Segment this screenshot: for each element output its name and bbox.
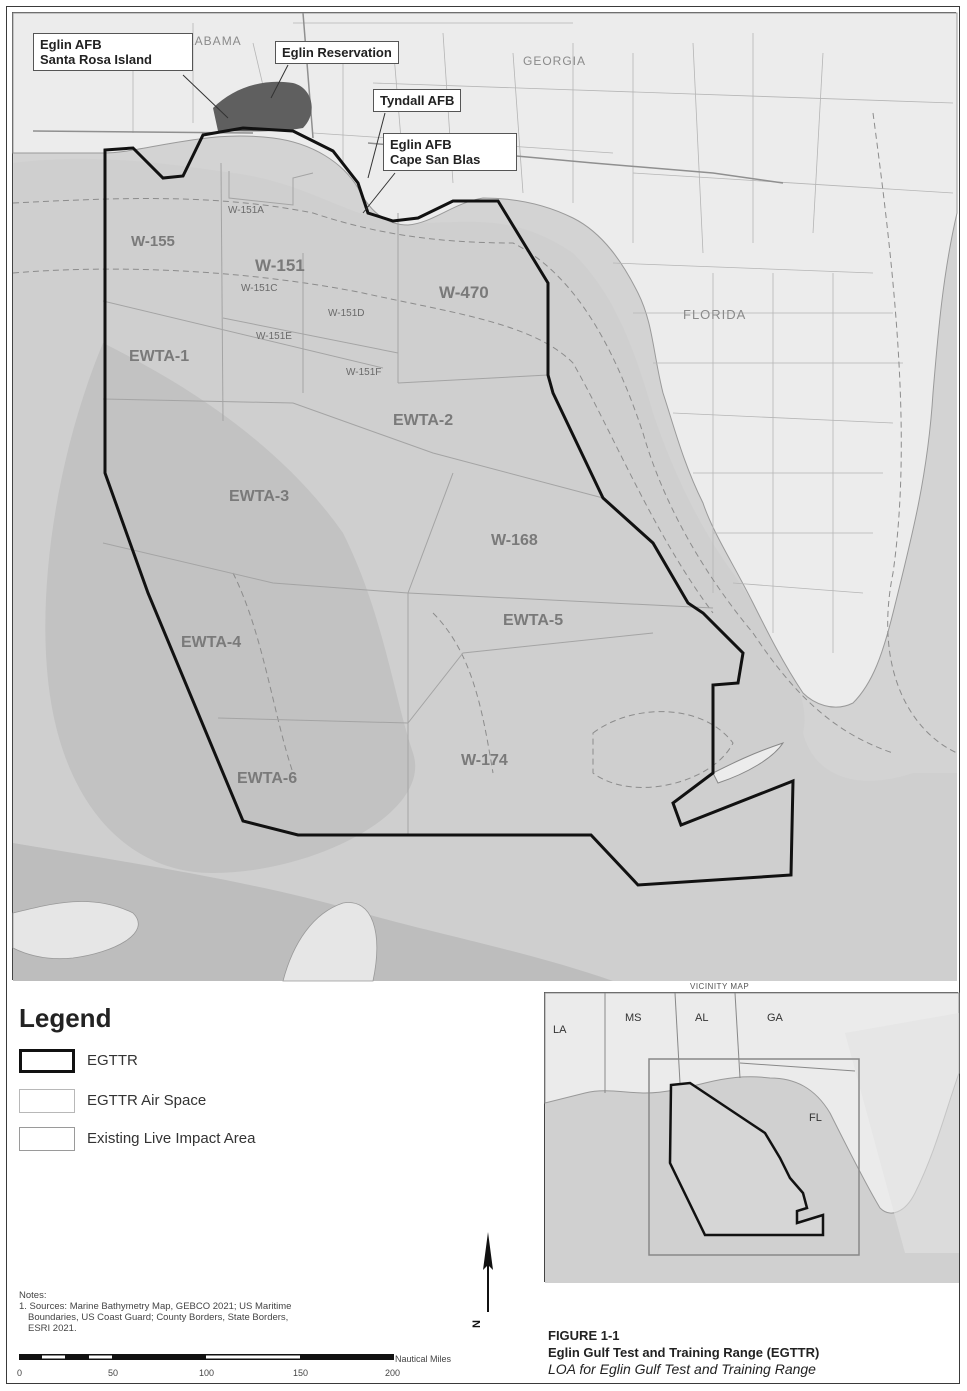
- zone-label-w168: W-168: [491, 532, 538, 549]
- scale-tick-50: 50: [108, 1368, 118, 1378]
- scale-tick-0: 0: [17, 1368, 22, 1378]
- callout-eglin-reservation: Eglin Reservation: [275, 41, 399, 64]
- legend-item-airspace: EGTTR Air Space: [19, 1089, 399, 1115]
- callout-santa-rosa-line2: Santa Rosa Island: [40, 52, 152, 67]
- legend-title: Legend: [19, 1003, 112, 1033]
- vicinity-label-ga: GA: [767, 1012, 784, 1024]
- florida-keys: [712, 742, 785, 784]
- legend-swatch-airspace: [19, 1089, 75, 1113]
- callout-leaders: [182, 64, 396, 214]
- north-arrow-icon: N: [471, 1232, 493, 1328]
- zone-label-ewta3: EWTA-3: [229, 488, 289, 505]
- scale-tick-150: 150: [293, 1368, 308, 1378]
- vicinity-label-la: LA: [553, 1024, 567, 1036]
- callout-eglin-santa-rosa: Eglin AFB Santa Rosa Island: [33, 33, 193, 71]
- vicinity-extent-box: [648, 1058, 860, 1256]
- zone-label-w151e: W-151E: [256, 331, 292, 342]
- callout-cape-line2: Cape San Blas: [390, 152, 481, 167]
- zone-label-w151a: W-151A: [228, 205, 264, 216]
- state-label-georgia: GEORGIA: [523, 54, 586, 68]
- callout-santa-rosa-line1: Eglin AFB: [40, 37, 102, 52]
- scale-bar-seg2: [89, 1355, 112, 1359]
- eglin-reservation-area: [213, 81, 312, 132]
- legend-swatch-egttr: [19, 1049, 75, 1073]
- state-label-florida: FLORIDA: [683, 307, 746, 322]
- zone-label-w155: W-155: [131, 233, 175, 250]
- southwest-land: [12, 901, 139, 960]
- vicinity-label-fl: FL: [809, 1112, 822, 1124]
- vicinity-canvas: LA MS AL GA FL: [544, 992, 960, 1283]
- legend-item-egttr: EGTTR: [19, 1049, 399, 1075]
- north-label: N: [471, 1320, 483, 1328]
- legend-label-live-impact: Existing Live Impact Area: [87, 1130, 256, 1147]
- egttr-boundary: [103, 126, 795, 887]
- scale-bar-seg3: [206, 1355, 300, 1359]
- callout-reservation-text: Eglin Reservation: [282, 45, 392, 60]
- southern-land: [282, 902, 378, 982]
- zone-label-ewta4: EWTA-4: [181, 634, 241, 651]
- scale-tick-200: 200: [385, 1368, 400, 1378]
- callout-tyndall: Tyndall AFB: [373, 89, 462, 112]
- vicinity-atlantic-shade: [845, 1013, 959, 1253]
- deep-basin: [45, 343, 416, 873]
- callout-cape-line1: Eglin AFB: [390, 137, 452, 152]
- zone-label-ewta6: EWTA-6: [237, 770, 297, 787]
- vicinity-state-lines: [604, 992, 856, 1093]
- zone-label-w151d: W-151D: [328, 308, 365, 319]
- notes-block: Notes: 1. Sources: Marine Bathymetry Map…: [19, 1290, 439, 1334]
- notes-line-2: Boundaries, US Coast Guard; County Borde…: [28, 1312, 289, 1323]
- map-canvas: ALABAMA GEORGIA FLORIDA W-155 W-151 W-15…: [12, 12, 958, 982]
- figure-subtitle: LOA for Eglin Gulf Test and Training Ran…: [548, 1361, 816, 1377]
- main-map: ALABAMA GEORGIA FLORIDA W-155 W-151 W-15…: [12, 12, 958, 982]
- state-label-alabama: ALABAMA: [178, 34, 242, 48]
- figure-title: Eglin Gulf Test and Training Range (EGTT…: [548, 1345, 820, 1360]
- figure-number: FIGURE 1-1: [548, 1328, 620, 1343]
- vicinity-map-title: VICINITY MAP: [690, 982, 750, 991]
- vicinity-label-al: AL: [695, 1012, 708, 1024]
- zone-label-w151f: W-151F: [346, 367, 381, 378]
- zone-label-ewta5: EWTA-5: [503, 612, 563, 629]
- land-mass: [12, 12, 958, 708]
- scale-unit: Nautical Miles: [395, 1354, 452, 1364]
- figure-caption: FIGURE 1-1 Eglin Gulf Test and Training …: [548, 1328, 958, 1377]
- legend-label-airspace: EGTTR Air Space: [87, 1092, 207, 1109]
- zone-label-w151c: W-151C: [241, 283, 278, 294]
- southern-deep-water: [13, 843, 613, 981]
- airspace-divisions: [102, 162, 714, 835]
- vicinity-egttr-boundary: [668, 1081, 825, 1237]
- zone-label-ewta2: EWTA-2: [393, 412, 453, 429]
- bathymetry-contours: [12, 112, 958, 788]
- legend-swatch-live-impact: [19, 1127, 75, 1151]
- notes-line-1: 1. Sources: Marine Bathymetry Map, GEBCO…: [19, 1301, 292, 1312]
- vicinity-map: LA MS AL GA FL: [544, 992, 960, 1283]
- callout-eglin-cape-san-blas: Eglin AFB Cape San Blas: [383, 133, 517, 171]
- zone-label-w151: W-151: [255, 256, 305, 275]
- zone-label-w174: W-174: [461, 752, 508, 769]
- scale-bar: Nautical Miles 0 50 100 150 200: [17, 1354, 452, 1378]
- zone-label-ewta1: EWTA-1: [129, 348, 189, 365]
- legend-label-egttr: EGTTR: [87, 1052, 138, 1069]
- notes-heading: Notes:: [19, 1290, 47, 1301]
- callout-tyndall-text: Tyndall AFB: [380, 93, 455, 108]
- scale-tick-100: 100: [199, 1368, 214, 1378]
- notes-line-3: ESRI 2021.: [28, 1323, 77, 1334]
- zone-label-w470: W-470: [439, 283, 489, 302]
- scale-bar-seg1: [42, 1355, 65, 1359]
- vicinity-label-ms: MS: [625, 1012, 642, 1024]
- legend-item-live-impact: Existing Live Impact Area: [19, 1127, 399, 1153]
